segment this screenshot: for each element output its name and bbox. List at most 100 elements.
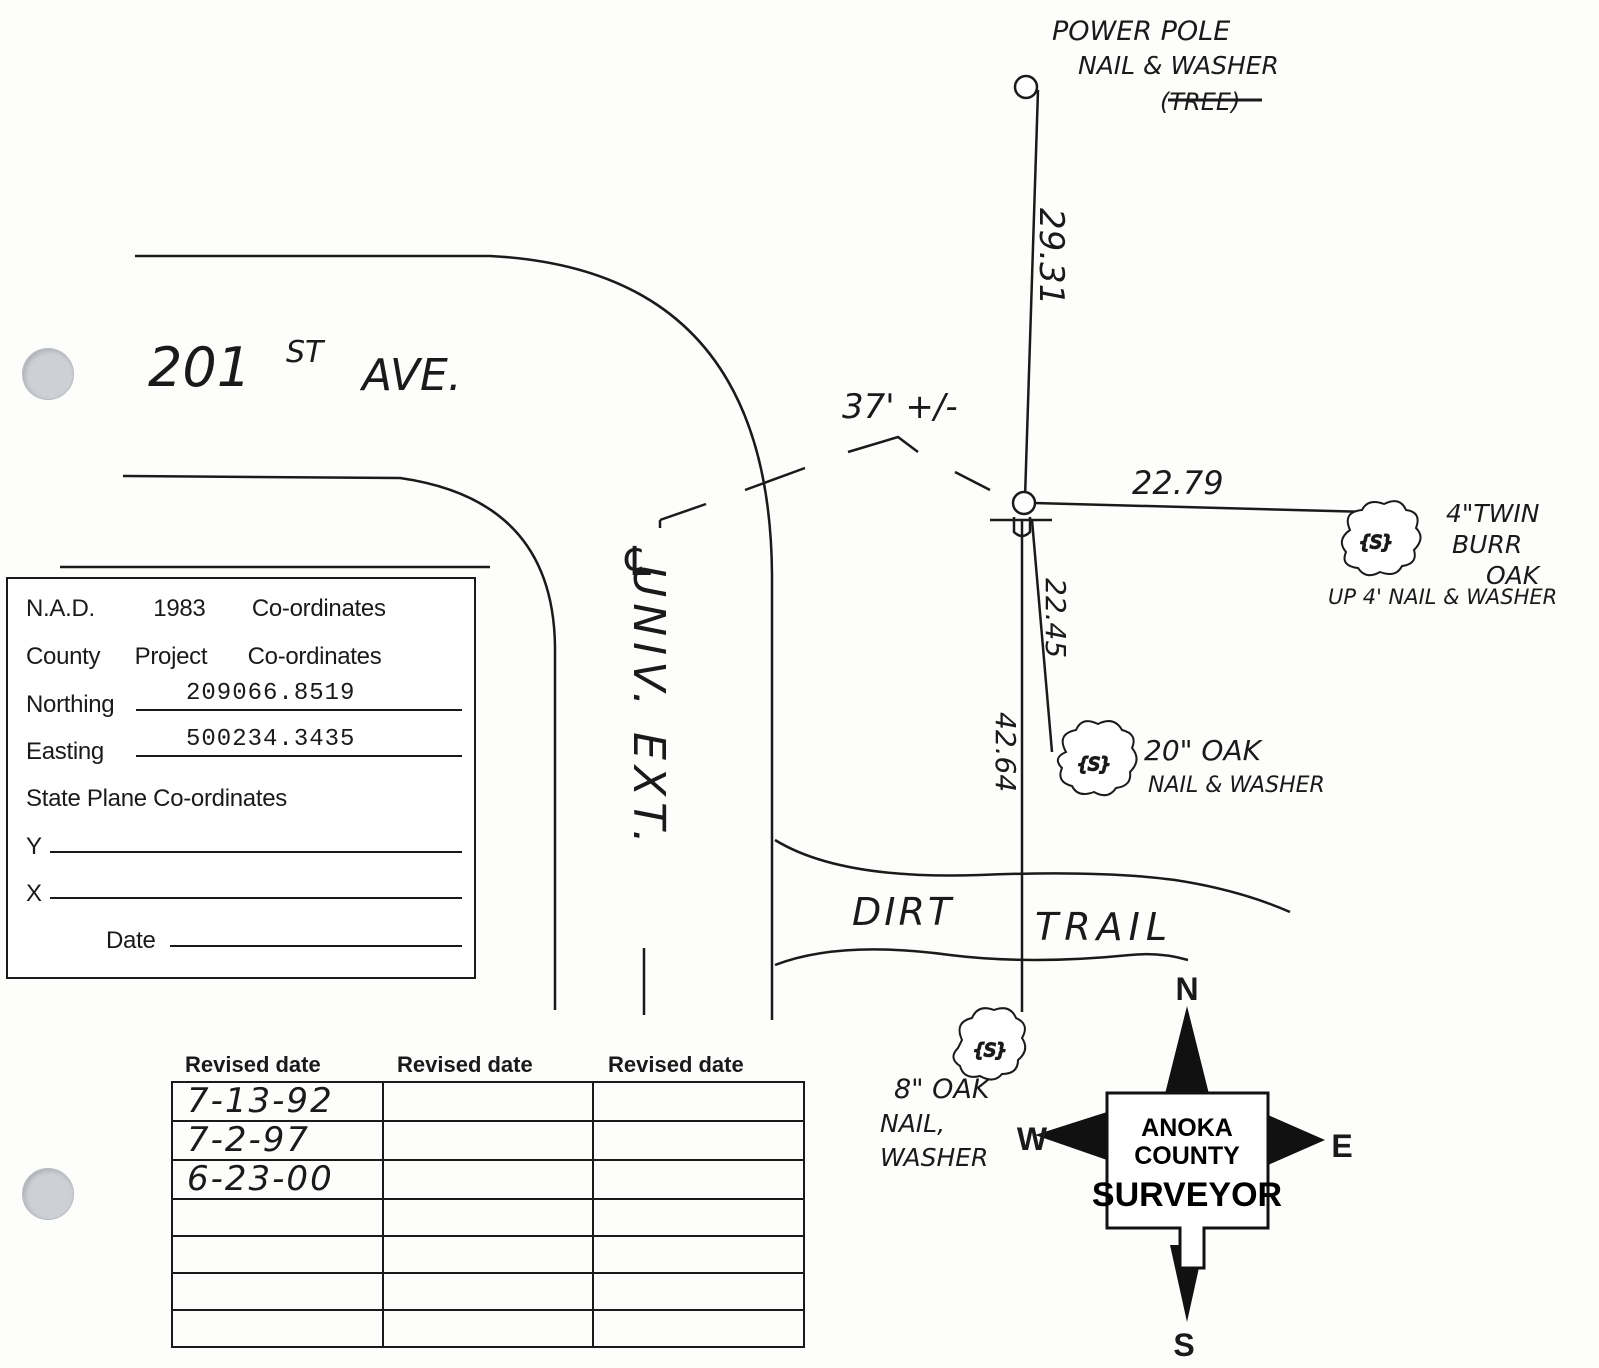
revision-cell: 7-2-97 bbox=[171, 1120, 384, 1161]
revision-cell bbox=[171, 1198, 384, 1237]
compass-arrow-east bbox=[1268, 1115, 1325, 1165]
street-name: 201 bbox=[148, 336, 251, 399]
revision-cell bbox=[381, 1198, 595, 1237]
oak-8-line2: NAIL, bbox=[880, 1109, 945, 1138]
road-edge-inner bbox=[122, 474, 557, 1010]
revision-cell bbox=[592, 1272, 805, 1311]
revision-cell bbox=[381, 1120, 595, 1161]
burr-oak-line2: BURR bbox=[1452, 530, 1522, 559]
distance-east: 22.79 bbox=[1132, 464, 1224, 502]
burr-oak-line4: UP 4' NAIL & WASHER bbox=[1328, 585, 1557, 609]
cross-street: UNIV. EXT. bbox=[623, 565, 674, 850]
svg-text:{S}: {S} bbox=[1077, 754, 1111, 775]
x-label: X bbox=[26, 880, 42, 907]
table-row: 6-23-00 bbox=[171, 1159, 805, 1200]
power-pole-title: POWER POLE bbox=[1052, 16, 1230, 47]
line-to-power-pole bbox=[1023, 89, 1040, 499]
control-point bbox=[1011, 490, 1037, 516]
compass-logo-line3: SURVEYOR bbox=[1092, 1176, 1282, 1214]
nad-label: N.A.D. bbox=[26, 595, 95, 622]
table-row bbox=[171, 1198, 805, 1237]
tree-20in-oak: {S} bbox=[1056, 720, 1138, 797]
trail-label-dirt: DIRT bbox=[852, 890, 954, 934]
state-plane-label: State Plane Co-ordinates bbox=[26, 785, 287, 812]
revision-cell bbox=[171, 1235, 384, 1274]
revision-cell bbox=[381, 1159, 595, 1200]
county-label: County bbox=[26, 643, 101, 670]
power-pole-marker bbox=[1013, 74, 1039, 100]
distance-north: 29.31 bbox=[1031, 208, 1071, 305]
dirt-trail bbox=[774, 838, 1291, 967]
road-edges bbox=[60, 254, 774, 1020]
compass-logo-line1: ANOKA bbox=[1141, 1114, 1233, 1142]
revised-date-header-2: Revised date bbox=[397, 1052, 533, 1077]
compass-east: E bbox=[1331, 1128, 1352, 1164]
road-edge-outer bbox=[135, 254, 774, 1020]
compass-rose: N S W E ANOKA COUNTY SURVEYOR bbox=[1017, 971, 1353, 1363]
distance-south: 42.64 bbox=[989, 712, 1022, 792]
project-coords: Co-ordinates bbox=[247, 643, 382, 670]
street-type: AVE. bbox=[359, 350, 462, 401]
svg-text:{S}: {S} bbox=[1359, 532, 1393, 553]
date-label: Date bbox=[106, 927, 156, 954]
compass-west: W bbox=[1017, 1121, 1048, 1157]
project-label: Project bbox=[134, 643, 208, 670]
tree-8in-oak: {S} bbox=[952, 1007, 1027, 1081]
oak-20-line1: 20" OAK bbox=[1144, 734, 1264, 767]
northing-line bbox=[136, 709, 462, 711]
date-line bbox=[170, 945, 462, 947]
northing-value: 209066.8519 bbox=[186, 680, 356, 707]
revision-cell bbox=[381, 1081, 595, 1122]
compass-arrow-north bbox=[1165, 1006, 1209, 1094]
table-row: 7-2-97 bbox=[171, 1120, 805, 1161]
distance-se: 22.45 bbox=[1039, 578, 1072, 658]
revision-cell bbox=[381, 1235, 595, 1274]
punch-hole-bottom bbox=[22, 1168, 74, 1220]
dimension-lines bbox=[990, 89, 1371, 1012]
revision-cell bbox=[381, 1309, 595, 1348]
street-suffix: ST bbox=[286, 335, 326, 370]
revision-cell: 6-23-00 bbox=[171, 1159, 384, 1200]
compass-logo-shape bbox=[1105, 1091, 1270, 1270]
revision-cell bbox=[381, 1272, 595, 1311]
compass-arrow-west bbox=[1035, 1112, 1107, 1160]
table-row: 7-13-92 bbox=[171, 1081, 805, 1122]
trail-label-trail: TRAIL bbox=[1035, 905, 1173, 949]
power-pole-struck: (TREE) bbox=[1160, 88, 1240, 116]
compass-logo-line2: COUNTY bbox=[1134, 1142, 1240, 1170]
revision-cell bbox=[592, 1235, 805, 1274]
punch-hole-top bbox=[22, 348, 74, 400]
revision-cell bbox=[592, 1309, 805, 1348]
revision-cell bbox=[592, 1198, 805, 1237]
x-line bbox=[50, 897, 462, 899]
line-to-20in-oak bbox=[1030, 519, 1054, 753]
revised-date-header-1: Revised date bbox=[185, 1052, 321, 1077]
compass-north: N bbox=[1175, 971, 1198, 1007]
nad-coords: Co-ordinates bbox=[251, 595, 386, 622]
power-pole-detail: NAIL & WASHER bbox=[1078, 51, 1279, 80]
table-row bbox=[171, 1235, 805, 1274]
revision-cell: 7-13-92 bbox=[171, 1081, 384, 1122]
oak-8-line3: WASHER bbox=[880, 1143, 988, 1172]
svg-text:{S}: {S} bbox=[973, 1040, 1007, 1061]
burr-oak-line3: OAK bbox=[1486, 561, 1542, 590]
centerline-symbol: ℄ bbox=[620, 539, 656, 585]
distance-offset: 37' +/- bbox=[842, 387, 958, 427]
offset-line bbox=[658, 435, 991, 528]
compass-south: S bbox=[1173, 1327, 1194, 1363]
northing-label: Northing bbox=[26, 691, 115, 718]
revision-cell bbox=[592, 1120, 805, 1161]
revision-cell bbox=[592, 1159, 805, 1200]
revised-date-header-3: Revised date bbox=[608, 1052, 744, 1077]
table-row bbox=[171, 1309, 805, 1348]
easting-line bbox=[136, 755, 462, 757]
y-label: Y bbox=[26, 833, 42, 860]
y-line bbox=[50, 851, 462, 853]
easting-value: 500234.3435 bbox=[186, 726, 356, 753]
tree-burr-oak: {S} bbox=[1340, 500, 1422, 577]
easting-label: Easting bbox=[26, 738, 104, 765]
revision-cell bbox=[592, 1081, 805, 1122]
nad-year: 1983 bbox=[153, 595, 206, 622]
table-row bbox=[171, 1272, 805, 1311]
